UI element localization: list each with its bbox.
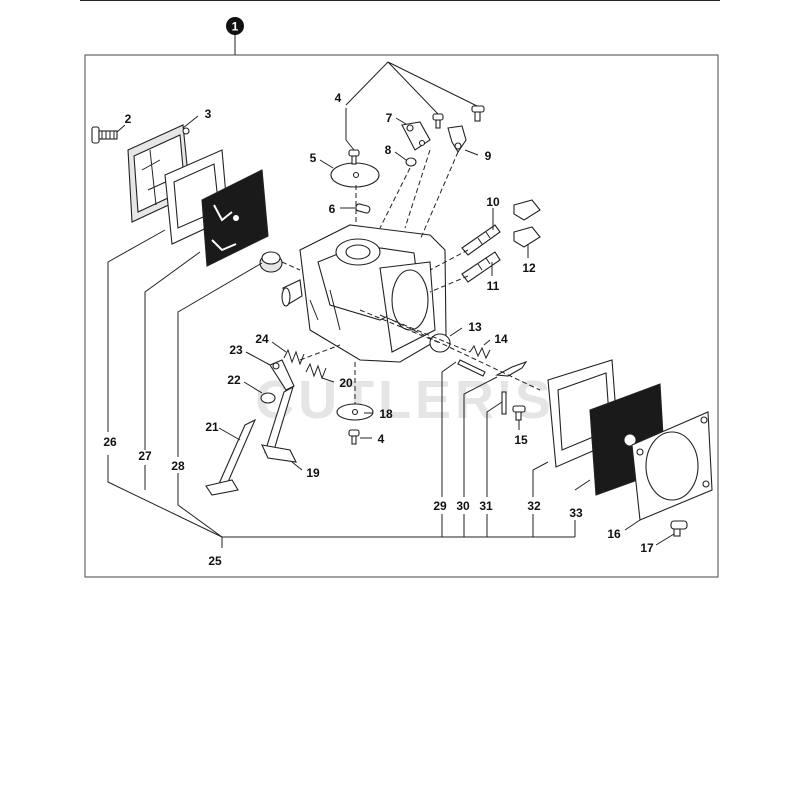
label-part-8[interactable]: 8 — [385, 143, 392, 157]
part-24-spring — [283, 348, 305, 366]
part-8-clip — [405, 157, 417, 167]
part-5-plate — [330, 162, 380, 188]
part-16-metering-cover — [631, 411, 713, 521]
part-23-lever — [269, 359, 295, 391]
part-19-shaft — [261, 385, 297, 463]
label-part-24[interactable]: 24 — [255, 332, 269, 346]
leader-lines — [107, 61, 675, 548]
label-part-30[interactable]: 30 — [456, 499, 470, 513]
part-4-screws-upper — [432, 105, 485, 129]
watermark: CUTLER'S — [255, 370, 555, 430]
label-part-17[interactable]: 17 — [640, 541, 654, 555]
part-7-lever — [401, 121, 431, 151]
label-part-4-lower[interactable]: 4 — [378, 432, 385, 446]
label-part-5[interactable]: 5 — [310, 151, 317, 165]
part-20-spring — [305, 362, 327, 380]
diagram-frame — [84, 54, 719, 578]
label-part-20[interactable]: 20 — [339, 376, 353, 390]
label-part-2[interactable]: 2 — [125, 112, 132, 126]
part-4-screw-lower — [348, 429, 360, 445]
label-part-9[interactable]: 9 — [485, 149, 492, 163]
part-22-washer — [260, 392, 276, 404]
label-part-11[interactable]: 11 — [487, 279, 500, 293]
part-4-screw-top — [348, 149, 360, 165]
label-part-29[interactable]: 29 — [433, 499, 447, 513]
part-labels: 2 3 4 4 5 6 7 8 9 10 11 12 13 14 15 16 1… — [103, 91, 654, 568]
part-11-needle — [461, 251, 501, 283]
label-part-21[interactable]: 21 — [205, 420, 219, 434]
part-21-shaft — [205, 418, 257, 496]
label-part-26[interactable]: 26 — [103, 435, 117, 449]
part-10-needle — [461, 224, 501, 256]
label-part-6[interactable]: 6 — [329, 202, 336, 216]
label-part-18[interactable]: 18 — [379, 407, 393, 421]
part-28-pump-diaphragm — [201, 169, 269, 267]
label-part-14[interactable]: 14 — [494, 332, 508, 346]
part-17-screw — [670, 520, 688, 537]
label-part-4-top[interactable]: 4 — [335, 91, 342, 105]
part-filter-screen — [259, 251, 283, 273]
label-part-25[interactable]: 25 — [208, 554, 222, 568]
part-13-o-ring — [429, 333, 451, 353]
part-inlet-needle — [457, 359, 486, 377]
label-part-13[interactable]: 13 — [468, 320, 482, 334]
label-part-32[interactable]: 32 — [527, 499, 541, 513]
assembly-number: 1 — [232, 20, 239, 34]
part-inlet-lever — [495, 360, 528, 377]
part-6-pin — [355, 203, 371, 214]
alignment-dashes — [281, 149, 541, 404]
label-part-10[interactable]: 10 — [486, 195, 500, 209]
label-part-27[interactable]: 27 — [138, 449, 152, 463]
part-9-bracket — [447, 125, 467, 154]
label-part-19[interactable]: 19 — [306, 466, 320, 480]
part-12-caps — [513, 199, 541, 248]
label-part-7[interactable]: 7 — [386, 111, 393, 125]
part-lever-pin — [501, 391, 507, 415]
label-part-22[interactable]: 22 — [227, 373, 241, 387]
assembly-badge[interactable]: 1 — [226, 17, 244, 55]
part-18-plate — [336, 403, 374, 421]
part-2-screw — [91, 126, 118, 144]
part-carburetor-body — [281, 224, 447, 363]
label-part-28[interactable]: 28 — [171, 459, 185, 473]
label-part-23[interactable]: 23 — [229, 343, 243, 357]
label-part-12[interactable]: 12 — [522, 261, 536, 275]
label-part-15[interactable]: 15 — [514, 433, 528, 447]
part-14-spring — [469, 344, 491, 360]
label-part-3[interactable]: 3 — [205, 107, 212, 121]
label-part-31[interactable]: 31 — [479, 499, 493, 513]
label-part-33[interactable]: 33 — [569, 506, 583, 520]
label-part-16[interactable]: 16 — [607, 527, 621, 541]
